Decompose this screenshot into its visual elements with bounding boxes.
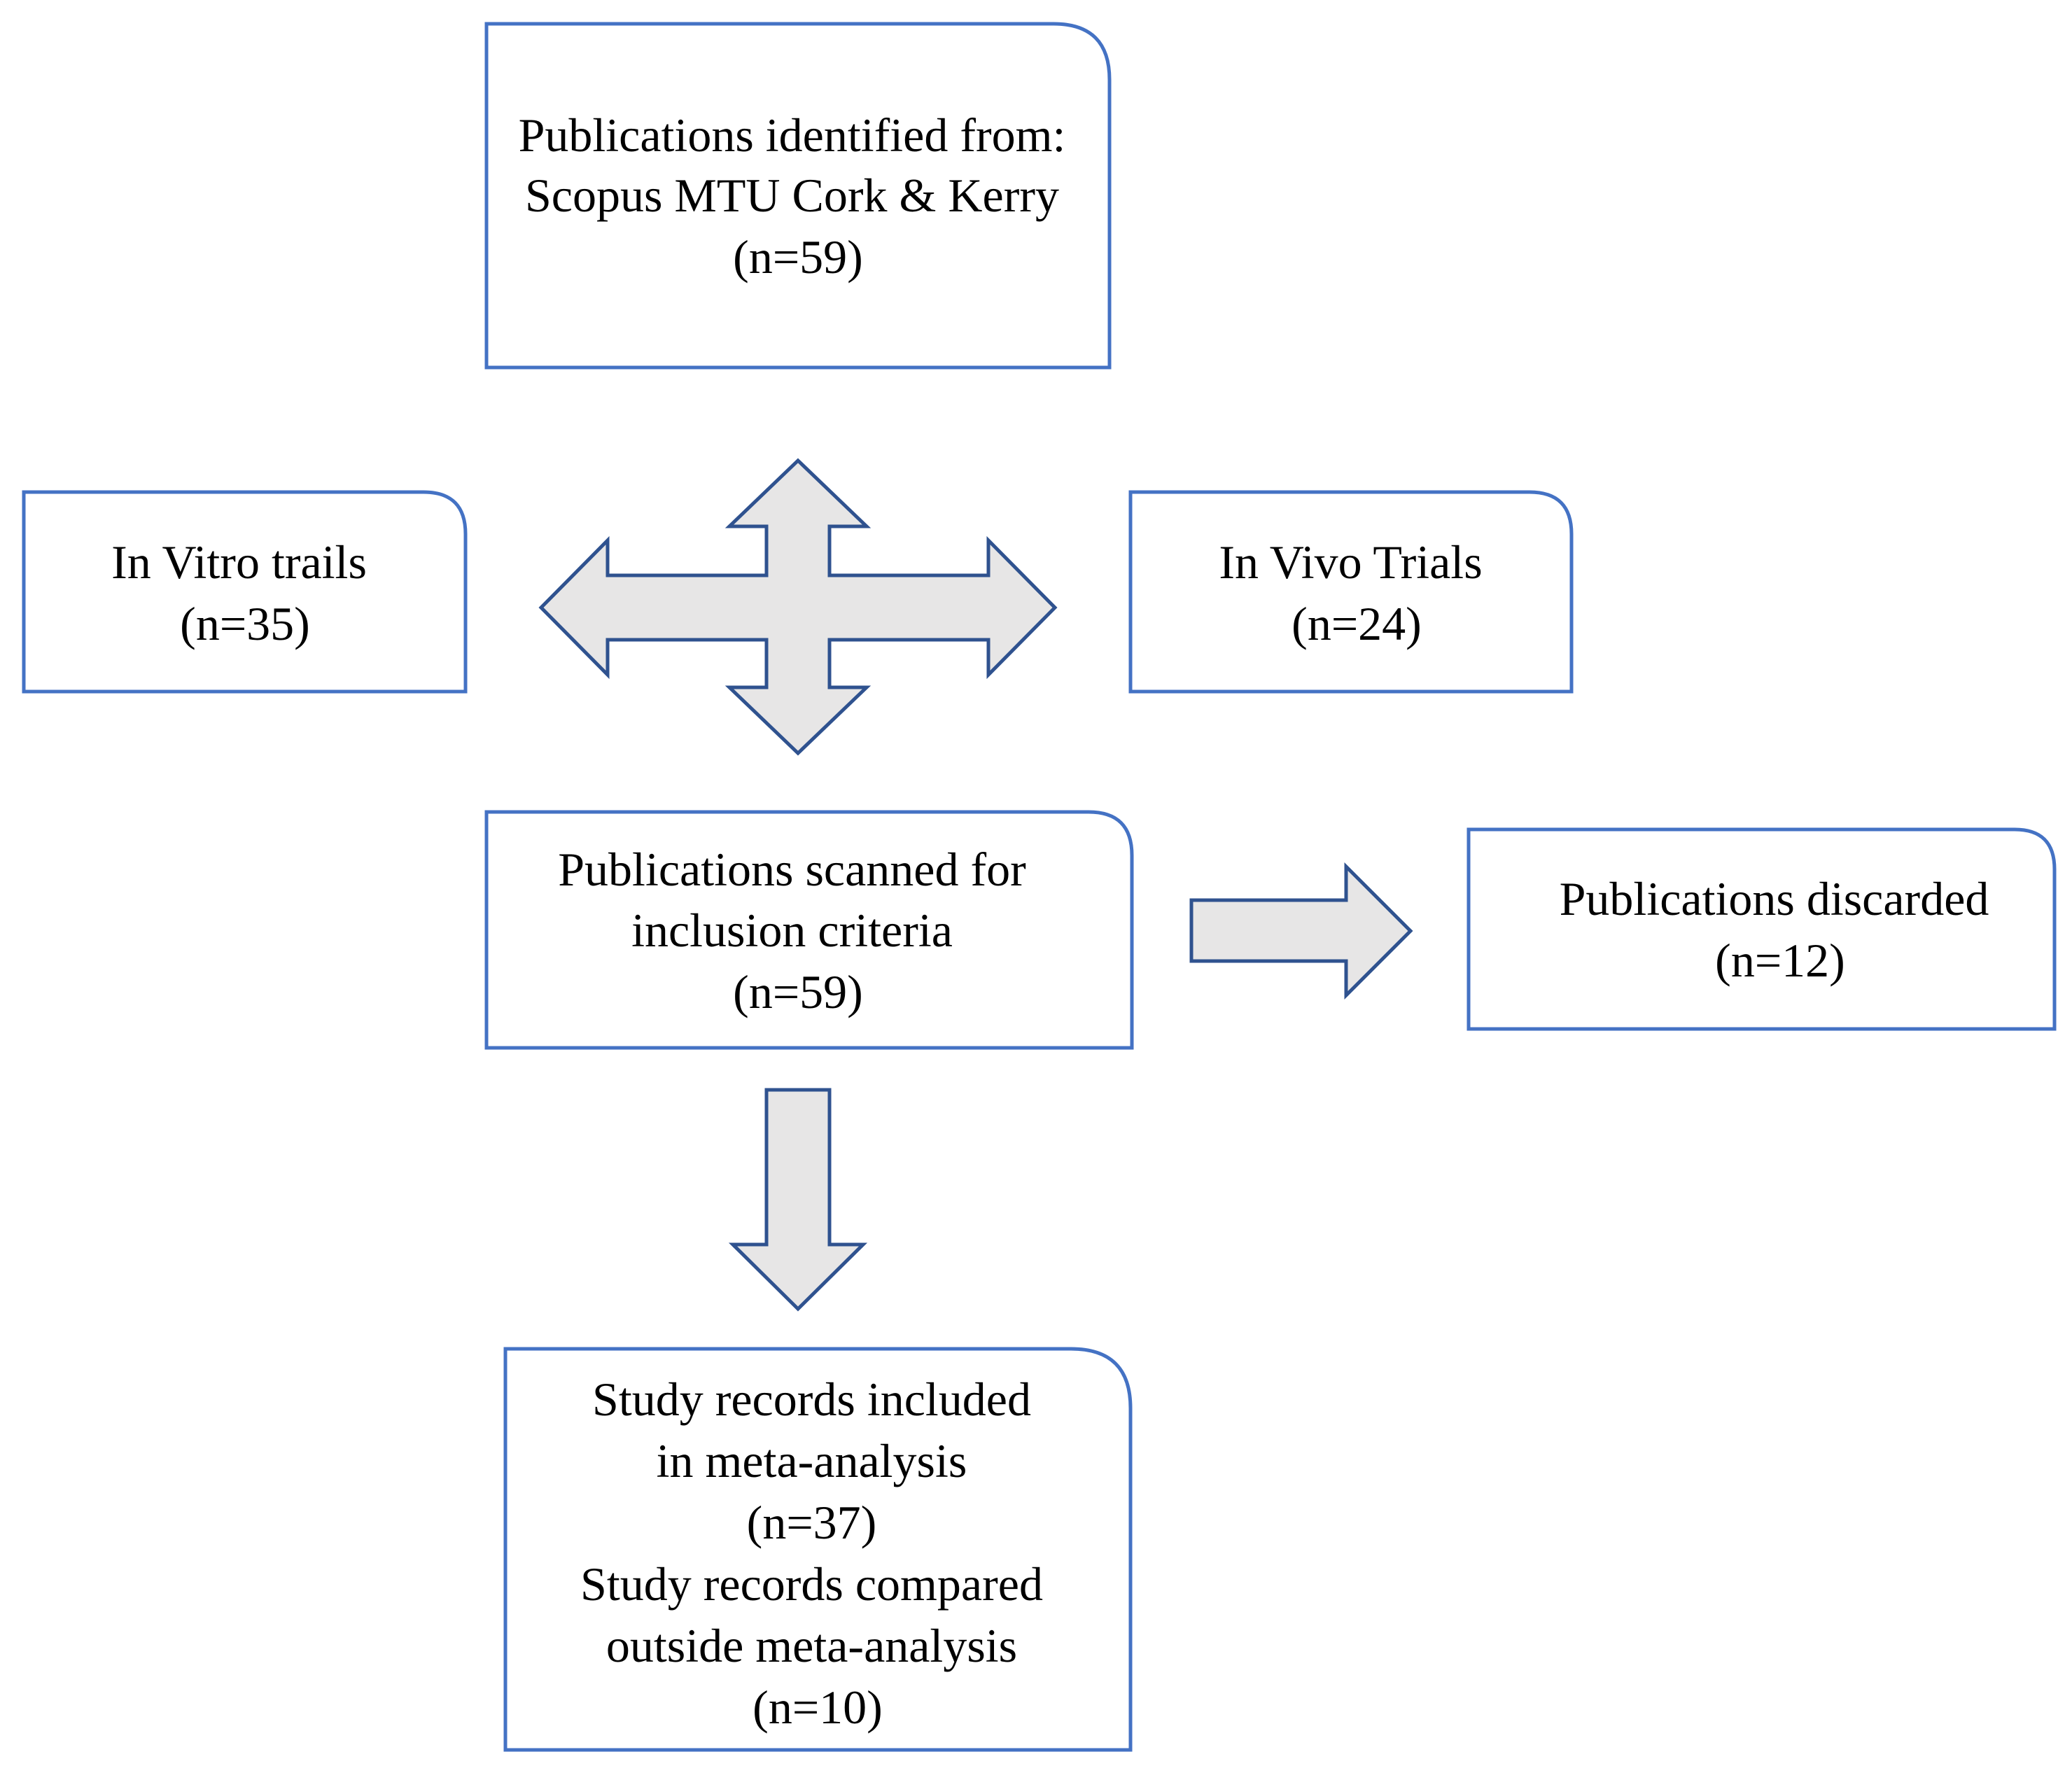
included-node: Study records included in meta-analysis … — [503, 1347, 1133, 1752]
identified-node: Publications identified from: Scopus MTU… — [484, 22, 1112, 370]
identified-box — [484, 22, 1112, 370]
included-text: Study records included in meta-analysis … — [580, 1373, 1055, 1734]
included-box — [503, 1347, 1133, 1752]
discarded-node: Publications discarded (n=12) — [1466, 827, 2057, 1031]
in-vivo-node: In Vivo Trials (n=24) — [1128, 490, 1574, 694]
scanned-box — [484, 810, 1134, 1050]
four-way-arrow — [538, 458, 1058, 756]
in-vitro-text: In Vitro trails (n=35) — [111, 535, 379, 650]
identified-text: Publications identified from: Scopus MTU… — [519, 108, 1078, 283]
discarded-text: Publications discarded (n=12) — [1560, 872, 2001, 987]
down-arrow — [728, 1088, 868, 1312]
discarded-box — [1466, 827, 2057, 1031]
in-vitro-node: In Vitro trails (n=35) — [22, 490, 468, 694]
in-vivo-text: In Vivo Trials (n=24) — [1219, 535, 1494, 650]
scanned-node: Publications scanned for inclusion crite… — [484, 810, 1134, 1050]
in-vitro-box — [22, 490, 468, 694]
right-arrow — [1189, 862, 1413, 1000]
in-vivo-box — [1128, 490, 1574, 694]
scanned-text: Publications scanned for inclusion crite… — [558, 843, 1038, 1018]
